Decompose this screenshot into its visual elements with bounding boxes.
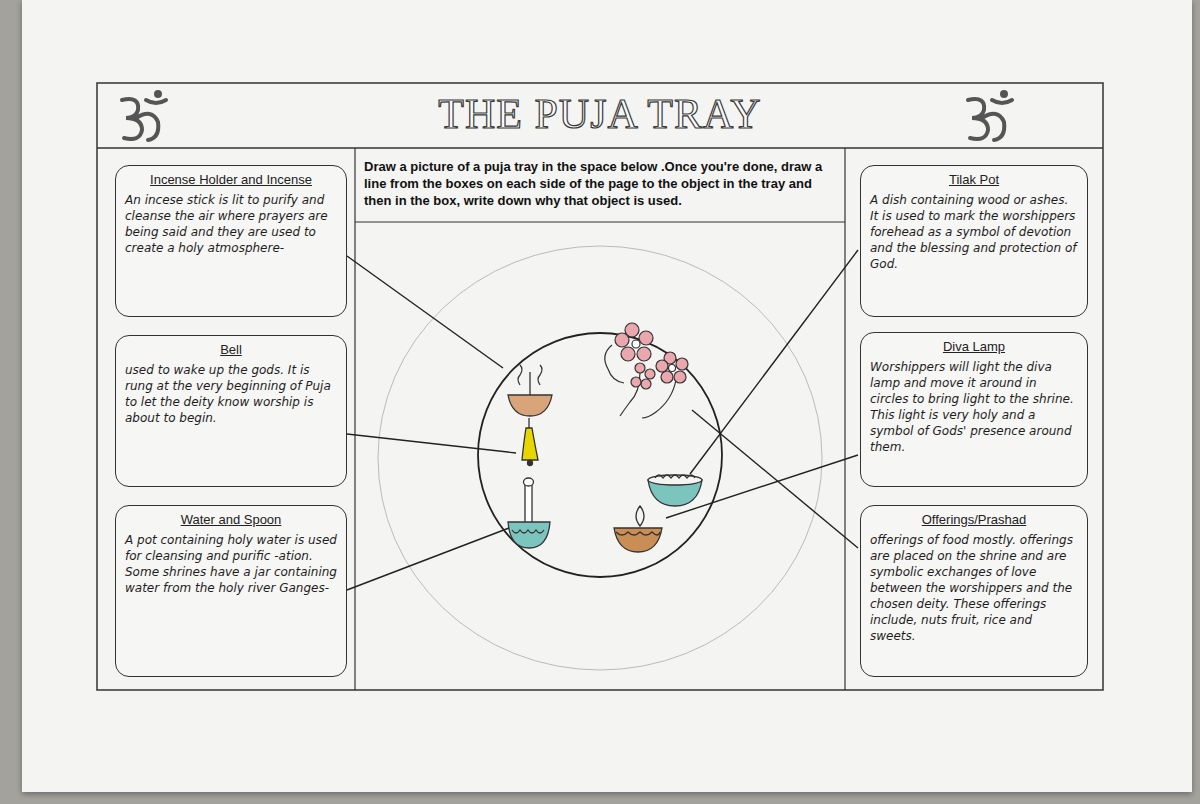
instruction-text: Draw a picture of a puja tray in the spa… [364, 158, 836, 209]
info-box: Tilak Pot A dish containing wood or ashes… [860, 165, 1088, 317]
box-body: A dish containing wood or ashes. It is u… [870, 192, 1078, 272]
worksheet-paper: THE PUJA TRAY Draw a picture of a puja tr… [22, 0, 1192, 792]
flowers-drawing [605, 323, 688, 418]
bell-drawing [522, 418, 538, 466]
box-heading: Incense Holder and Incense [125, 172, 337, 187]
box-body: used to wake up the gods. It is rung at … [125, 362, 337, 426]
box-body: An incese stick is lit to purify and cle… [125, 192, 337, 256]
tilak-pot-drawing [648, 475, 702, 506]
om-symbol [122, 92, 166, 140]
info-box: Diva LampWorshippers will light the diva… [860, 332, 1088, 487]
water-spoon-drawing [508, 478, 550, 548]
info-box: Offerings/Prashad offerings of food mostl… [860, 505, 1088, 677]
box-body: A pot containing holy water is used for … [125, 532, 337, 596]
diva-lamp-drawing [614, 506, 662, 552]
box-body: Worshippers will light the diva lamp and… [870, 359, 1078, 455]
info-box: Water and Spoon A pot containing holy wat… [115, 505, 347, 677]
incense-drawing [508, 365, 552, 416]
info-box: Bell used to wake up the gods. It is rung… [115, 335, 347, 487]
tray-outline [478, 333, 722, 577]
box-heading: Tilak Pot [870, 172, 1078, 187]
box-body: offerings of food mostly. offerings are … [870, 532, 1078, 644]
page-title: THE PUJA TRAY [97, 90, 1103, 138]
box-heading: Diva Lamp [870, 339, 1078, 354]
box-heading: Bell [125, 342, 337, 357]
box-heading: Water and Spoon [125, 512, 337, 527]
info-box: Incense Holder and Incense An incese stic… [115, 165, 347, 317]
om-symbol [968, 92, 1012, 140]
leader-lines [347, 250, 858, 590]
box-heading: Offerings/Prashad [870, 512, 1078, 527]
